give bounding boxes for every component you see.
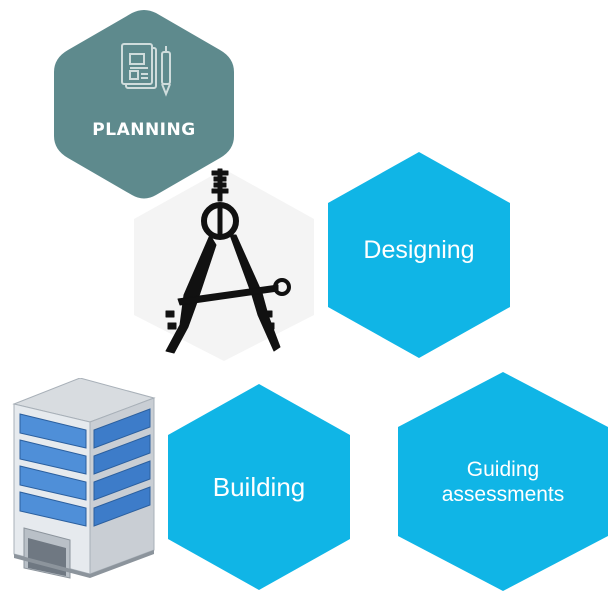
compass-icon xyxy=(134,168,314,361)
office-building-icon xyxy=(12,378,156,579)
document-pen-icon xyxy=(121,43,171,97)
planning-hexagon xyxy=(54,10,234,199)
guiding-assessments-label: Guiding assessments xyxy=(398,457,608,507)
building-label: Building xyxy=(212,472,306,502)
guiding-assessments-hexagon xyxy=(398,372,608,591)
building-hexagon xyxy=(168,384,350,590)
guiding-label-line2: assessments xyxy=(441,483,565,506)
planning-label: PLANNING xyxy=(92,120,196,140)
designing-hexagon xyxy=(328,152,510,358)
designing-label: Designing xyxy=(363,236,475,264)
guiding-label-line1: Guiding xyxy=(466,458,540,481)
